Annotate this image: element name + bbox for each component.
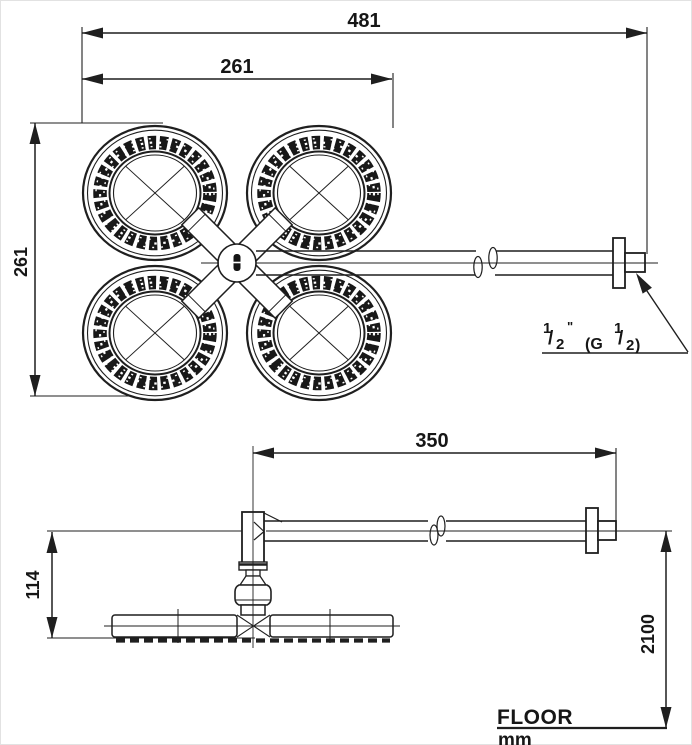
arm-pipe-top bbox=[201, 237, 658, 289]
thread-g-open: (G bbox=[585, 336, 603, 353]
dim-arrowhead bbox=[660, 531, 672, 552]
pipe-break-icon bbox=[473, 255, 483, 279]
dim-mounting-height: 2100 bbox=[638, 531, 672, 728]
thread-inch-mark: " bbox=[567, 319, 573, 334]
thread-frac1-num: 1 bbox=[543, 320, 551, 337]
top-view: 481 261 261 bbox=[11, 10, 689, 400]
dim-total-width-value: 481 bbox=[347, 10, 380, 32]
floor-label: FLOOR bbox=[497, 706, 573, 729]
thread-frac1-den: 2 bbox=[556, 336, 564, 353]
thread-frac2-den: 2 bbox=[626, 337, 634, 354]
arm-pipe-side bbox=[264, 507, 617, 554]
centerlines bbox=[252, 446, 672, 648]
dim-arrowhead bbox=[29, 123, 41, 144]
thread-nut-side bbox=[597, 520, 617, 541]
dim-arrowhead bbox=[595, 447, 616, 459]
dim-head-span-height: 261 bbox=[11, 123, 41, 396]
dim-arrowhead bbox=[253, 447, 274, 459]
dim-arrowhead bbox=[626, 27, 647, 39]
dim-arrowhead bbox=[371, 73, 392, 85]
elbow-mitre bbox=[253, 521, 265, 532]
dim-head-drop-value: 114 bbox=[23, 570, 43, 599]
thread-close-paren: ) bbox=[635, 337, 640, 354]
dim-arrowhead bbox=[82, 73, 103, 85]
dim-arrowhead bbox=[46, 617, 58, 638]
dim-arrowhead bbox=[82, 27, 103, 39]
thread-frac1-slash: / bbox=[548, 328, 554, 349]
pipe-break-icon bbox=[429, 524, 439, 546]
dim-mounting-height-value: 2100 bbox=[638, 614, 658, 654]
floor-group: FLOOR mm bbox=[497, 706, 667, 745]
dim-total-width: 481 bbox=[82, 10, 647, 39]
leader-arrowhead bbox=[631, 270, 652, 294]
dim-arrowhead bbox=[660, 707, 672, 728]
units-label: mm bbox=[498, 730, 532, 745]
dim-head-drop: 114 bbox=[23, 532, 58, 638]
side-view: 350 114 2100 bbox=[23, 430, 672, 745]
dim-head-span-width: 261 bbox=[82, 56, 392, 85]
pipe-break-icon bbox=[436, 515, 446, 537]
thread-frac2-slash: / bbox=[618, 328, 624, 349]
dim-arm-projection-value: 350 bbox=[415, 430, 448, 452]
shower-head-discs bbox=[104, 609, 400, 643]
thread-nut-top bbox=[624, 252, 646, 273]
elbow-chamfer bbox=[263, 512, 283, 523]
leader-line bbox=[644, 287, 689, 353]
dim-arrowhead bbox=[46, 532, 58, 553]
elbow-mitre bbox=[253, 531, 265, 541]
dim-arrowhead bbox=[29, 375, 41, 396]
dim-head-span-width-value: 261 bbox=[220, 56, 253, 78]
dim-head-span-height-value: 261 bbox=[11, 247, 31, 277]
thread-callout: 1 / 2 " (G 1 / 2 ) bbox=[542, 270, 689, 354]
extension-lines-side bbox=[47, 448, 617, 639]
dim-arm-projection: 350 bbox=[253, 430, 616, 459]
shower-assembly bbox=[234, 511, 283, 616]
thread-frac2-num: 1 bbox=[614, 320, 622, 337]
wall-flange-side bbox=[585, 507, 599, 554]
pipe-break-icon bbox=[488, 246, 498, 270]
